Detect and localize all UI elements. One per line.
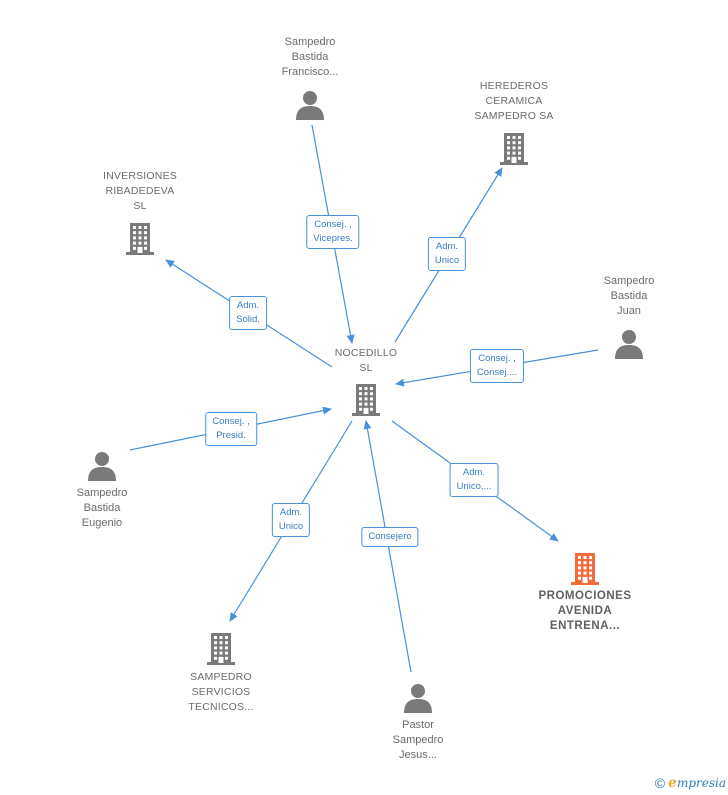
node-label-line: Pastor [402, 719, 434, 731]
node-label-line: SAMPEDRO [190, 671, 252, 683]
building-icon[interactable] [126, 221, 154, 255]
building-icon[interactable] [207, 631, 235, 665]
node-label-line: PROMOCIONES [538, 590, 632, 602]
node-label-line: SL [359, 362, 373, 374]
node-label-promociones[interactable]: PROMOCIONES AVENIDA ENTRENA... [538, 589, 631, 634]
node-label-line: CERAMICA [485, 95, 543, 107]
edge-label-nocedillo-to-servicios[interactable]: Adm. Unico [271, 503, 311, 537]
node-label-line: Bastida [291, 51, 329, 63]
edge-label-line: Solid. [236, 314, 260, 325]
node-label-line: RIBADEDEVA [105, 185, 175, 197]
node-label-line: TECNICOS... [188, 701, 254, 713]
edge-label-nocedillo-to-inversiones[interactable]: Adm. Solid. [229, 296, 267, 330]
node-label-line: Jesus... [399, 749, 437, 761]
node-label-line: Bastida [610, 290, 648, 302]
person-icon[interactable] [295, 90, 325, 120]
node-label-line: Francisco... [281, 66, 339, 78]
node-label-line: SAMPEDRO SA [474, 110, 554, 122]
node-label-line: Sampedro [284, 36, 336, 48]
node-label-line: AVENIDA [557, 605, 613, 617]
node-label-line: HEREDEROS [479, 80, 549, 92]
edge-label-line: Unico [434, 255, 460, 266]
edge-label-line: Adm. [435, 241, 459, 252]
node-label-line: Eugenio [81, 517, 123, 529]
node-label-line: NOCEDILLO [334, 347, 398, 359]
edge-label-sampedro-juan-to-nocedillo[interactable]: Consej. , Consej.... [469, 349, 525, 383]
edge-label-line: Presid. [216, 430, 246, 441]
edge-label-nocedillo-to-promociones[interactable]: Adm. Unico,... [449, 463, 499, 497]
person-icon[interactable] [614, 329, 644, 359]
building-icon[interactable] [571, 551, 599, 585]
brand-logo-initial: e [668, 775, 677, 791]
person-icon[interactable] [87, 451, 117, 481]
brand-logo: empresia [668, 775, 726, 791]
node-label-line: Sampedro [603, 275, 655, 287]
edge-label-line: Consej.... [476, 367, 518, 378]
edge-label-line: Adm. [279, 507, 303, 518]
edge-label-line: Adm. [462, 467, 486, 478]
building-icon[interactable] [352, 382, 380, 416]
edge-label-sampedro-francisco-to-nocedillo[interactable]: Consej. , Vicepres. [306, 215, 360, 249]
edge-label-line: Unico [278, 521, 304, 532]
edge-label-line: Consejero [368, 531, 412, 542]
person-icon[interactable] [403, 683, 433, 713]
edge-label-line: Consej. , [314, 219, 352, 230]
edge-label-line: Vicepres. [313, 233, 353, 244]
node-label-line: ENTRENA... [549, 620, 621, 632]
edge-label-line: Adm. [236, 300, 260, 311]
node-label-line: Bastida [83, 502, 121, 514]
node-label-herederos[interactable]: HEREDEROS CERAMICA SAMPEDRO SA [474, 79, 553, 124]
edge-label-line: Unico,... [456, 481, 492, 492]
node-label-nocedillo[interactable]: NOCEDILLO SL [335, 346, 397, 376]
edge-label-sampedro-eugenio-to-nocedillo[interactable]: Consej. , Presid. [205, 412, 257, 446]
node-label-line: INVERSIONES [103, 170, 177, 182]
node-label-line: Sampedro [392, 734, 444, 746]
building-icon[interactable] [500, 131, 528, 165]
node-label-line: SL [133, 200, 147, 212]
edge-label-pastor-to-nocedillo[interactable]: Consejero [361, 527, 419, 547]
node-label-line: SERVICIOS [191, 686, 251, 698]
brand-watermark[interactable]: © empresia [655, 775, 726, 791]
node-label-line: Sampedro [76, 487, 128, 499]
edge-label-line: Consej. , [478, 353, 516, 364]
copyright-symbol: © [654, 775, 666, 791]
node-label-servicios[interactable]: SAMPEDRO SERVICIOS TECNICOS... [188, 670, 253, 715]
edge-label-nocedillo-to-herederos[interactable]: Adm. Unico [427, 237, 467, 271]
node-label-line: Juan [617, 305, 641, 317]
edge-label-line: Consej. , [212, 416, 250, 427]
node-label-inversiones[interactable]: INVERSIONES RIBADEDEVA SL [103, 169, 177, 214]
brand-logo-text: mpresia [676, 776, 726, 790]
